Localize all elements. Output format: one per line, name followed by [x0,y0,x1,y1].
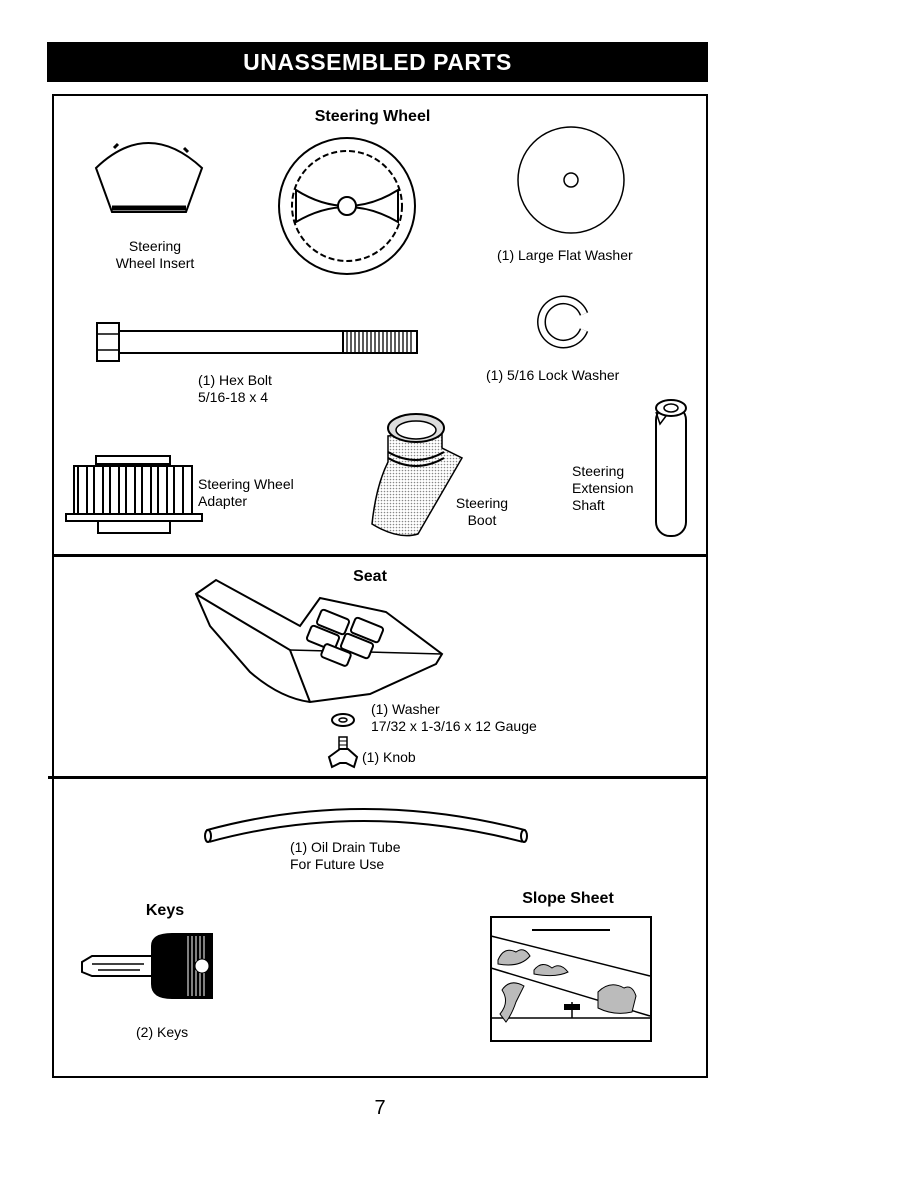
page-number: 7 [374,1097,386,1119]
knob-illustration [327,736,359,769]
lock-washer-illustration [537,295,589,349]
keys-title: Keys [145,902,185,919]
section-divider-seat [52,554,708,557]
steering-boot-illustration [371,413,464,537]
oil-drain-tube-illustration [204,808,528,843]
slope-sheet-title: Slope Sheet [522,890,614,907]
knob-label: (1) Knob [362,749,416,765]
steering-wheel-illustration [278,137,416,275]
seat-washer-label: (1) Washer 17/32 x 1-3/16 x 12 Gauge [371,701,537,734]
lock-washer-label: (1) 5/16 Lock Washer [486,367,620,383]
seat-illustration [194,578,444,704]
seat-title: Seat [353,568,387,585]
hex-bolt-label: (1) Hex Bolt 5/16-18 x 4 [198,372,272,405]
page-title: UNASSEMBLED PARTS [47,42,708,82]
steering-wheel-adapter-label: Steering Wheel Adapter [198,476,294,509]
section-divider-misc [48,776,708,779]
oil-drain-tube-label: (1) Oil Drain Tube For Future Use [290,839,401,872]
keys-label: (2) Keys [136,1024,189,1040]
steering-wheel-insert-illustration [94,142,204,213]
steering-extension-shaft-illustration [655,399,687,537]
large-flat-washer-label: (1) Large Flat Washer [497,247,633,263]
steering-wheel-title: Steering Wheel [314,108,431,125]
steering-boot-label: Steering Boot [455,495,509,528]
steering-wheel-insert-label: Steering Wheel Insert [115,238,195,271]
seat-washer-illustration [331,713,355,727]
steering-extension-shaft-label: Steering Extension Shaft [572,463,634,513]
steering-wheel-adapter-illustration [65,455,203,534]
large-flat-washer-illustration [517,126,625,234]
slope-sheet-illustration [490,916,652,1042]
parts-panel [52,94,708,1078]
key-illustration [81,933,213,999]
hex-bolt-illustration [96,322,418,362]
